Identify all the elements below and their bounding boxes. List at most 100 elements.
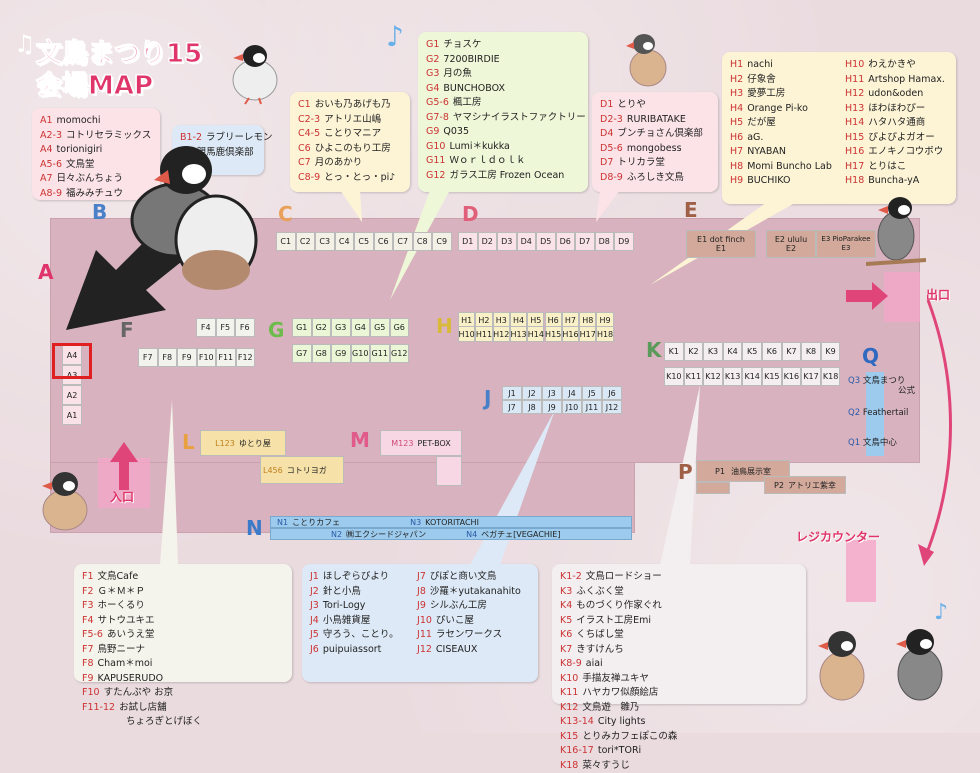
register-sign: レジカウンター [796,528,880,545]
zone-label-j: J [484,386,491,410]
entrance-sign: 入口 [110,488,134,505]
booth-h14[interactable]: H14 [527,326,544,342]
booth-a2[interactable]: A2 [62,385,82,405]
booth-f12[interactable]: F12 [236,348,256,367]
booth-k6[interactable]: K6 [762,342,782,361]
booth-j10[interactable]: J10 [562,400,582,414]
booth-m123[interactable]: M123 PET-BOX [380,430,462,456]
booth-g9[interactable]: G9 [331,344,351,363]
booth-j6[interactable]: J6 [602,386,622,400]
booth-g6[interactable]: G6 [390,318,410,337]
booth-h10[interactable]: H10 [458,326,475,342]
booth-n-bottom[interactable]: N2 ㈱エクシードジャパン N4 ベガチェ[VEGACHIE] [270,528,632,540]
booth-a1[interactable]: A1 [62,405,82,425]
booth-g7[interactable]: G7 [292,344,312,363]
tail-j [470,410,555,565]
booth-h12[interactable]: H12 [493,326,510,342]
booth-g1[interactable]: G1 [292,318,312,337]
booth-h16[interactable]: H16 [562,326,579,342]
booth-g5[interactable]: G5 [370,318,390,337]
booth-c3[interactable]: C3 [315,232,335,251]
booth-f8[interactable]: F8 [158,348,178,367]
booth-k12[interactable]: K12 [703,367,723,386]
music-note-icon: ♫ [14,30,36,58]
booth-k16[interactable]: K16 [782,367,802,386]
booth-e1-code: E1 [716,244,726,253]
booth-j4[interactable]: J4 [562,386,582,400]
booth-g12[interactable]: G12 [390,344,410,363]
booth-d4[interactable]: D4 [517,232,537,251]
booth-c4[interactable]: C4 [335,232,355,251]
booth-k1[interactable]: K1 [664,342,684,361]
booth-g2[interactable]: G2 [312,318,332,337]
register-counter [846,540,876,602]
booth-m123-name: PET-BOX [417,439,450,448]
booth-g10[interactable]: G10 [351,344,371,363]
booth-j9[interactable]: J9 [542,400,562,414]
booth-k10[interactable]: K10 [664,367,684,386]
booth-d6[interactable]: D6 [556,232,576,251]
booth-k2[interactable]: K2 [684,342,704,361]
booth-g3[interactable]: G3 [331,318,351,337]
current-booth-highlight [52,343,92,379]
booth-g8[interactable]: G8 [312,344,332,363]
booth-n1-code: N1 [277,518,288,527]
booth-k4[interactable]: K4 [723,342,743,361]
booth-l456[interactable]: L456 コトリヨガ [260,456,344,484]
booth-j8[interactable]: J8 [522,400,542,414]
booth-j5[interactable]: J5 [582,386,602,400]
booth-j7[interactable]: J7 [502,400,522,414]
booth-k7[interactable]: K7 [782,342,802,361]
booth-k15[interactable]: K15 [762,367,782,386]
booth-j3[interactable]: J3 [542,386,562,400]
booth-c9[interactable]: C9 [432,232,452,251]
booth-k9[interactable]: K9 [821,342,841,361]
booth-e1[interactable]: E1 dot finch E1 [686,230,756,258]
booth-k5[interactable]: K5 [742,342,762,361]
booth-j12[interactable]: J12 [602,400,622,414]
booth-f10[interactable]: F10 [197,348,217,367]
booth-k3[interactable]: K3 [703,342,723,361]
booth-d1[interactable]: D1 [458,232,478,251]
booth-p1-code: P1 [715,467,725,476]
booth-c7[interactable]: C7 [393,232,413,251]
booth-h13[interactable]: H13 [510,326,527,342]
booth-h15[interactable]: H15 [545,326,562,342]
booth-c6[interactable]: C6 [374,232,394,251]
booth-k17[interactable]: K17 [801,367,821,386]
booth-n4-name: ベガチェ[VEGACHIE] [481,529,560,540]
booth-f11[interactable]: F11 [216,348,236,367]
booth-d2[interactable]: D2 [478,232,498,251]
booth-c8[interactable]: C8 [413,232,433,251]
booth-c2[interactable]: C2 [296,232,316,251]
booth-p2[interactable]: P2 アトリエ紫幸 [764,476,846,494]
booth-d7[interactable]: D7 [575,232,595,251]
booth-f7[interactable]: F7 [138,348,158,367]
booth-k13[interactable]: K13 [723,367,743,386]
booth-j1[interactable]: J1 [502,386,522,400]
booth-e2[interactable]: E2 ululu E2 [766,230,816,258]
booth-k14[interactable]: K14 [742,367,762,386]
booth-f9[interactable]: F9 [177,348,197,367]
tail-c [340,190,362,222]
booth-j2[interactable]: J2 [522,386,542,400]
booth-e1-name: finch [725,235,745,244]
booth-k18[interactable]: K18 [821,367,841,386]
booth-g11[interactable]: G11 [370,344,390,363]
booth-d8[interactable]: D8 [595,232,615,251]
booth-l123[interactable]: L123 ゆとり屋 [200,430,286,456]
booth-k11[interactable]: K11 [684,367,704,386]
booth-g4[interactable]: G4 [351,318,371,337]
booth-c1[interactable]: C1 [276,232,296,251]
booth-h11[interactable]: H11 [475,326,492,342]
booth-h17[interactable]: H17 [579,326,596,342]
booth-n-top[interactable]: N1 ことりカフェ N3 KOTORITACHI [270,516,632,528]
booth-k8[interactable]: K8 [801,342,821,361]
java-sparrow-icon [622,30,672,92]
booth-j11[interactable]: J11 [582,400,602,414]
booth-h18[interactable]: H18 [596,326,613,342]
booth-d5[interactable]: D5 [536,232,556,251]
booth-d9[interactable]: D9 [614,232,634,251]
booth-c5[interactable]: C5 [354,232,374,251]
booth-d3[interactable]: D3 [497,232,517,251]
